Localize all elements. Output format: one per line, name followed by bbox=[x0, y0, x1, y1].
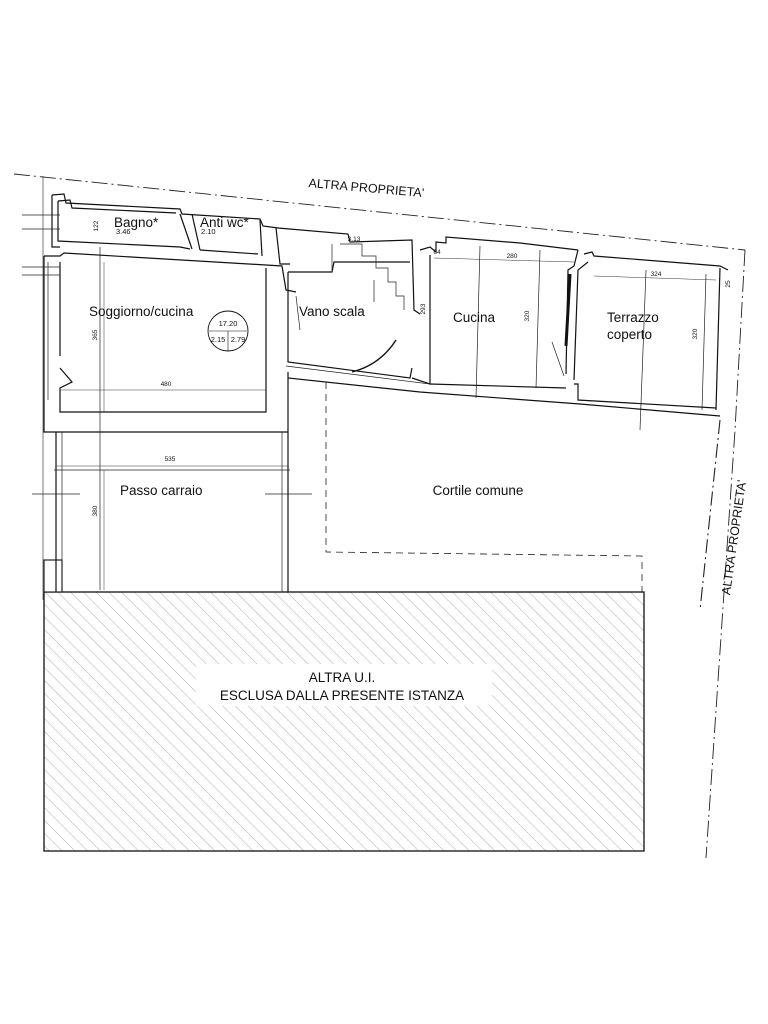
walls-north-block bbox=[22, 193, 290, 265]
room-stamp: 17.20 2.15 2.79 bbox=[207, 310, 249, 352]
room-label-vano-scala: Vano scala bbox=[299, 304, 365, 319]
dim-cucina-small: 64 bbox=[433, 249, 441, 256]
stamp-area: 17.20 bbox=[219, 319, 238, 328]
room-label-terrazzo: Terrazzo bbox=[607, 310, 659, 325]
walls-courtyard-edge bbox=[32, 365, 721, 611]
dim-vano-scala: 3.13 bbox=[348, 236, 361, 243]
room-label-anti-wc: Anti wc* bbox=[200, 215, 250, 230]
walls-vano-scala bbox=[277, 227, 421, 379]
stamp-height-2: 2.79 bbox=[231, 335, 246, 344]
room-area-anti-wc: 2.10 bbox=[201, 227, 216, 236]
dim-cucina-side: 293 bbox=[420, 303, 427, 314]
property-boundary bbox=[13, 173, 746, 859]
room-label-bagno: Bagno* bbox=[114, 215, 159, 230]
dim-soggiorno-w: 480 bbox=[161, 381, 172, 388]
dim-cucina-w: 280 bbox=[507, 253, 518, 260]
dim-cucina-h: 320 bbox=[524, 310, 531, 321]
room-label-cucina: Cucina bbox=[453, 310, 496, 325]
room-area-bagno: 3.46 bbox=[116, 227, 131, 236]
excluded-unit-label-bg bbox=[196, 664, 492, 706]
walls-terrazzo bbox=[551, 251, 729, 431]
dim-soggiorno-h: 365 bbox=[92, 329, 99, 340]
walls-soggiorno bbox=[22, 247, 297, 590]
boundary-label-top: ALTRA PROPRIETA' bbox=[308, 176, 425, 200]
room-label-passo-carraio: Passo carraio bbox=[120, 483, 203, 498]
dim-passo-h: 380 bbox=[92, 505, 99, 516]
dim-terrazzo-h: 320 bbox=[692, 328, 699, 339]
excluded-unit-line2: ESCLUSA DALLA PRESENTE ISTANZA bbox=[220, 688, 464, 703]
room-label-soggiorno: Soggiorno/cucina bbox=[89, 304, 194, 319]
room-label-terrazzo-2: coperto bbox=[607, 327, 652, 342]
stamp-height-1: 2.15 bbox=[211, 335, 226, 344]
excluded-unit-line1: ALTRA U.I. bbox=[309, 670, 376, 685]
dim-terrazzo-small: 25 bbox=[725, 280, 732, 288]
dim-bagno: 122 bbox=[93, 220, 100, 231]
excluded-unit-area bbox=[43, 559, 645, 852]
boundary-label-right: ALTRA PROPRIETA' bbox=[719, 479, 749, 596]
dim-terrazzo-w: 324 bbox=[651, 271, 662, 278]
dimension-lines bbox=[56, 257, 717, 590]
courtyard-outline bbox=[325, 382, 643, 592]
dim-passo-w: 535 bbox=[165, 456, 176, 463]
room-label-cortile: Cortile comune bbox=[433, 483, 524, 498]
